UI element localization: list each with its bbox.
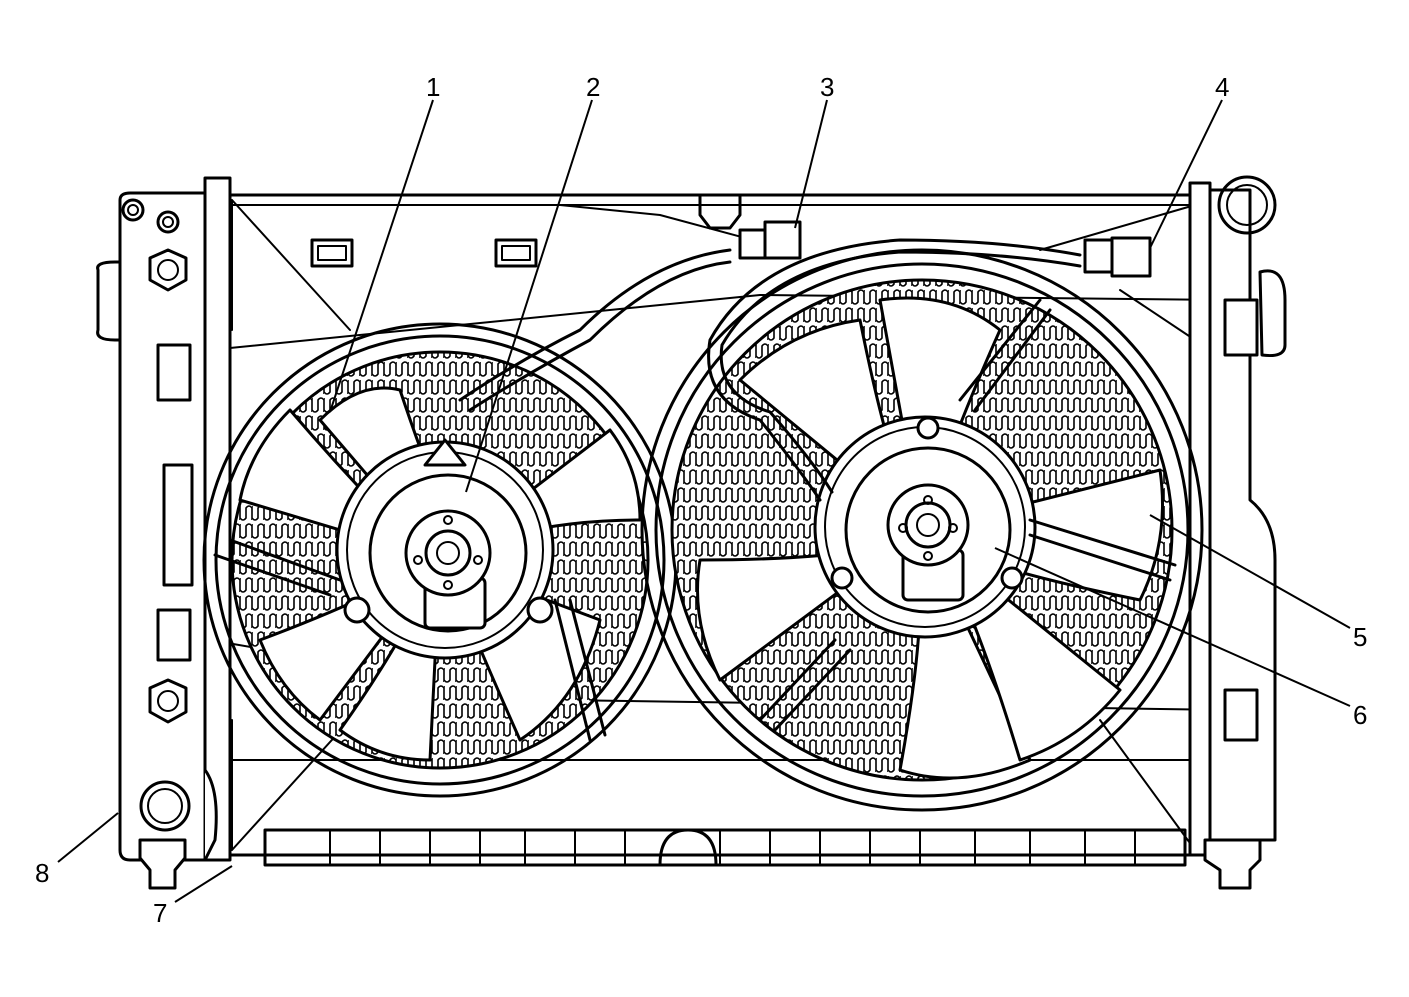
callout-3: 3	[820, 72, 834, 102]
right-fan	[640, 248, 1204, 812]
leader-2	[465, 99, 593, 493]
callout-1: 1	[426, 72, 440, 102]
leader-7	[174, 865, 233, 903]
leader-8	[57, 812, 119, 863]
callout-leaders	[57, 99, 1351, 903]
callout-4: 4	[1215, 72, 1229, 102]
callout-5: 5	[1353, 622, 1367, 652]
radiator-frame	[204, 193, 1231, 867]
callout-8: 8	[35, 858, 49, 888]
wiring-harness	[458, 220, 1152, 502]
callout-labels: 1 2 3 4 5 6 7 8	[35, 72, 1367, 928]
leader-6	[994, 547, 1351, 707]
leader-4	[1149, 99, 1223, 249]
left-fan	[202, 322, 678, 798]
leader-5	[1149, 514, 1351, 629]
leader-1	[329, 99, 434, 413]
callout-2: 2	[586, 72, 600, 102]
callout-7: 7	[153, 898, 167, 928]
leader-3	[794, 99, 828, 229]
right-side-tank	[1188, 175, 1287, 890]
left-side-tank	[96, 176, 232, 890]
callout-6: 6	[1353, 700, 1367, 730]
